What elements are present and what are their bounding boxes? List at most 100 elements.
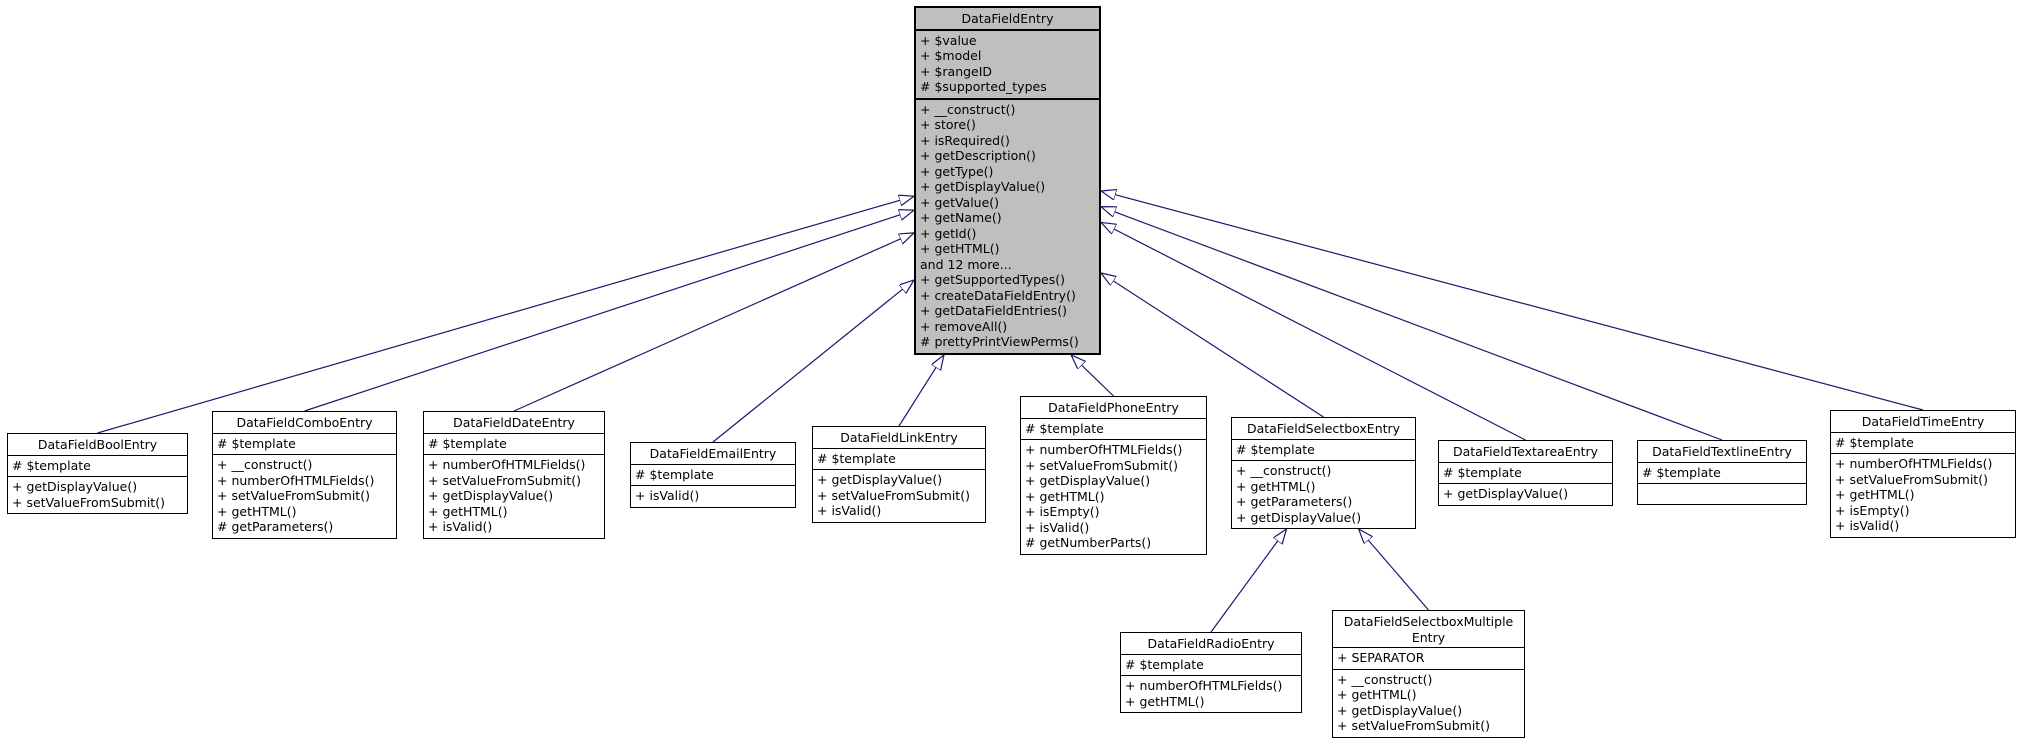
class-node-DataFieldRadioEntry[interactable]: DataFieldRadioEntry# $template+ numberOf… [1120,632,1302,713]
methods-section: + __construct()+ getHTML()+ getParameter… [1232,461,1415,528]
method-line: + isEmpty() [1025,504,1100,519]
method-line: + removeAll() [920,318,1008,334]
inheritance-edge-DataFieldBoolEntry [97,196,915,434]
method-line: + setValueFromSubmit() [1337,718,1490,733]
attribute-line: # $template [12,457,91,473]
class-node-DataFieldComboEntry[interactable]: DataFieldComboEntry# $template + __constr… [212,411,397,539]
method-line: + setValueFromSubmit() [817,487,970,503]
attribute-line: + SEPARATOR [1337,650,1425,665]
method-line: + __construct() [1236,463,1332,478]
method-line: + __construct() [217,457,313,472]
inheritance-edge-DataFieldTextareaEntry [1101,222,1526,441]
class-node-DataFieldSelectboxMultipleEntry[interactable]: DataFieldSelectboxMultiple Entry + SEPARA… [1332,610,1525,738]
class-title: DataFieldBoolEntry [8,434,187,456]
method-line: + getHTML() [1835,487,1915,502]
attributes-section: + SEPARATOR [1333,648,1524,670]
methods-section: + numberOfHTMLFields()+ setValueFromSubm… [424,455,604,538]
attributes-section: # $template [1121,655,1301,676]
class-title: DataFieldSelectboxMultiple Entry [1333,611,1524,648]
method-line: + isValid() [428,519,493,534]
class-title: DataFieldEmailEntry [631,443,795,465]
methods-section: + getDisplayValue() [1439,484,1612,505]
inheritance-edge-DataFieldComboEntry [304,210,915,412]
method-line: # getNumberParts() [1025,535,1152,550]
attribute-line: # $template [1835,434,1914,450]
method-line: + numberOfHTMLFields() [217,472,375,488]
inheritance-edge-DataFieldTextlineEntry [1101,207,1723,441]
attribute-line: # $template [1236,441,1315,457]
attribute-line: # $template [217,435,296,451]
method-line: + getHTML() [920,241,1000,256]
class-title: DataFieldEntry [916,8,1099,31]
method-line: # getParameters() [217,519,334,534]
class-title: DataFieldPhoneEntry [1021,397,1206,419]
methods-section: + isValid() [631,486,795,507]
method-line: + isValid() [1835,518,1900,533]
inheritance-edge-DataFieldDateEntry [513,233,914,412]
inheritance-edge-DataFieldSelectboxMultipleEntry [1359,529,1429,611]
inheritance-edge-DataFieldRadioEntry [1210,529,1287,633]
method-line: + getHTML() [1337,687,1417,702]
class-title: DataFieldTimeEntry [1831,411,2015,433]
class-node-DataFieldTimeEntry[interactable]: DataFieldTimeEntry# $template+ numberOfH… [1830,410,2016,538]
method-line: + getId() [920,225,977,241]
methods-section: + getDisplayValue()+ setValueFromSubmit(… [8,477,187,513]
method-line: + getDescription() [920,148,1036,163]
method-line: + isRequired() [920,132,1010,148]
attribute-line: # $template [635,466,714,482]
method-line: + __construct() [1337,671,1433,687]
attribute-line: # $template [1642,464,1721,480]
inheritance-edge-DataFieldEmailEntry [712,280,914,443]
attribute-line: # $template [1443,464,1522,480]
attributes-section: # $template [8,456,187,477]
attribute-line: + $rangeID [920,63,993,79]
method-line: + isValid() [817,503,882,518]
methods-section: + getDisplayValue()+ setValueFromSubmit(… [813,470,985,522]
attribute-line: # $template [1025,420,1104,436]
inheritance-edge-DataFieldLinkEntry [898,355,944,427]
method-line: + getHTML() [428,503,508,519]
attribute-line: + $model [920,48,982,63]
method-line: + setValueFromSubmit() [217,488,370,503]
method-line: + numberOfHTMLFields() [428,457,586,472]
class-node-DataFieldDateEntry[interactable]: DataFieldDateEntry# $template+ numberOfH… [423,411,605,539]
inheritance-edge-DataFieldTimeEntry [1101,191,1924,411]
method-line: + getParameters() [1236,494,1353,509]
class-node-DataFieldBoolEntry[interactable]: DataFieldBoolEntry# $template + getDispla… [7,433,188,514]
attributes-section: # $template [1021,419,1206,440]
method-line: + __construct() [920,101,1016,117]
method-line: + getDataFieldEntries() [920,303,1067,318]
method-line: + getName() [920,210,1002,225]
class-node-DataFieldTextareaEntry[interactable]: DataFieldTextareaEntry# $template + getDi… [1438,440,1613,506]
class-node-DataFieldPhoneEntry[interactable]: DataFieldPhoneEntry# $template + numberOf… [1020,396,1207,555]
method-line: + getDisplayValue() [1337,702,1463,718]
class-node-DataFieldEntry[interactable]: DataFieldEntry+ $value+ $model+ $rangeID… [914,6,1101,355]
class-node-DataFieldEmailEntry[interactable]: DataFieldEmailEntry# $template + isValid(… [630,442,796,508]
attributes-section: # $template [631,465,795,486]
attributes-section: # $template [1831,433,2015,454]
method-line: and 12 more... [920,256,1012,272]
inheritance-edge-DataFieldPhoneEntry [1071,355,1114,397]
method-line: + getDisplayValue() [1443,486,1569,501]
class-title: DataFieldTextareaEntry [1439,441,1612,463]
attributes-section: # $template [213,434,396,455]
method-line: + getDisplayValue() [817,472,943,487]
methods-section: + numberOfHTMLFields()+ setValueFromSubm… [1021,440,1206,554]
method-line: + getHTML() [217,503,297,519]
method-line: # prettyPrintViewPerms() [920,334,1079,349]
method-line: + getDisplayValue() [1025,473,1151,488]
class-node-DataFieldLinkEntry[interactable]: DataFieldLinkEntry# $template+ getDispla… [812,426,986,523]
method-line: + isValid() [635,488,700,503]
attributes-section: # $template [813,449,985,470]
class-title: DataFieldSelectboxEntry [1232,418,1415,440]
methods-section [1638,484,1806,504]
class-node-DataFieldTextlineEntry[interactable]: DataFieldTextlineEntry# $template [1637,440,1807,505]
method-line: + isEmpty() [1835,502,1910,518]
class-title: DataFieldComboEntry [213,412,396,434]
method-line: + store() [920,117,976,132]
class-node-DataFieldSelectboxEntry[interactable]: DataFieldSelectboxEntry# $template + __co… [1231,417,1416,529]
method-line: + setValueFromSubmit() [1835,471,1988,487]
attribute-line: # $template [428,435,507,451]
methods-section: + numberOfHTMLFields()+ getHTML() [1121,676,1301,712]
